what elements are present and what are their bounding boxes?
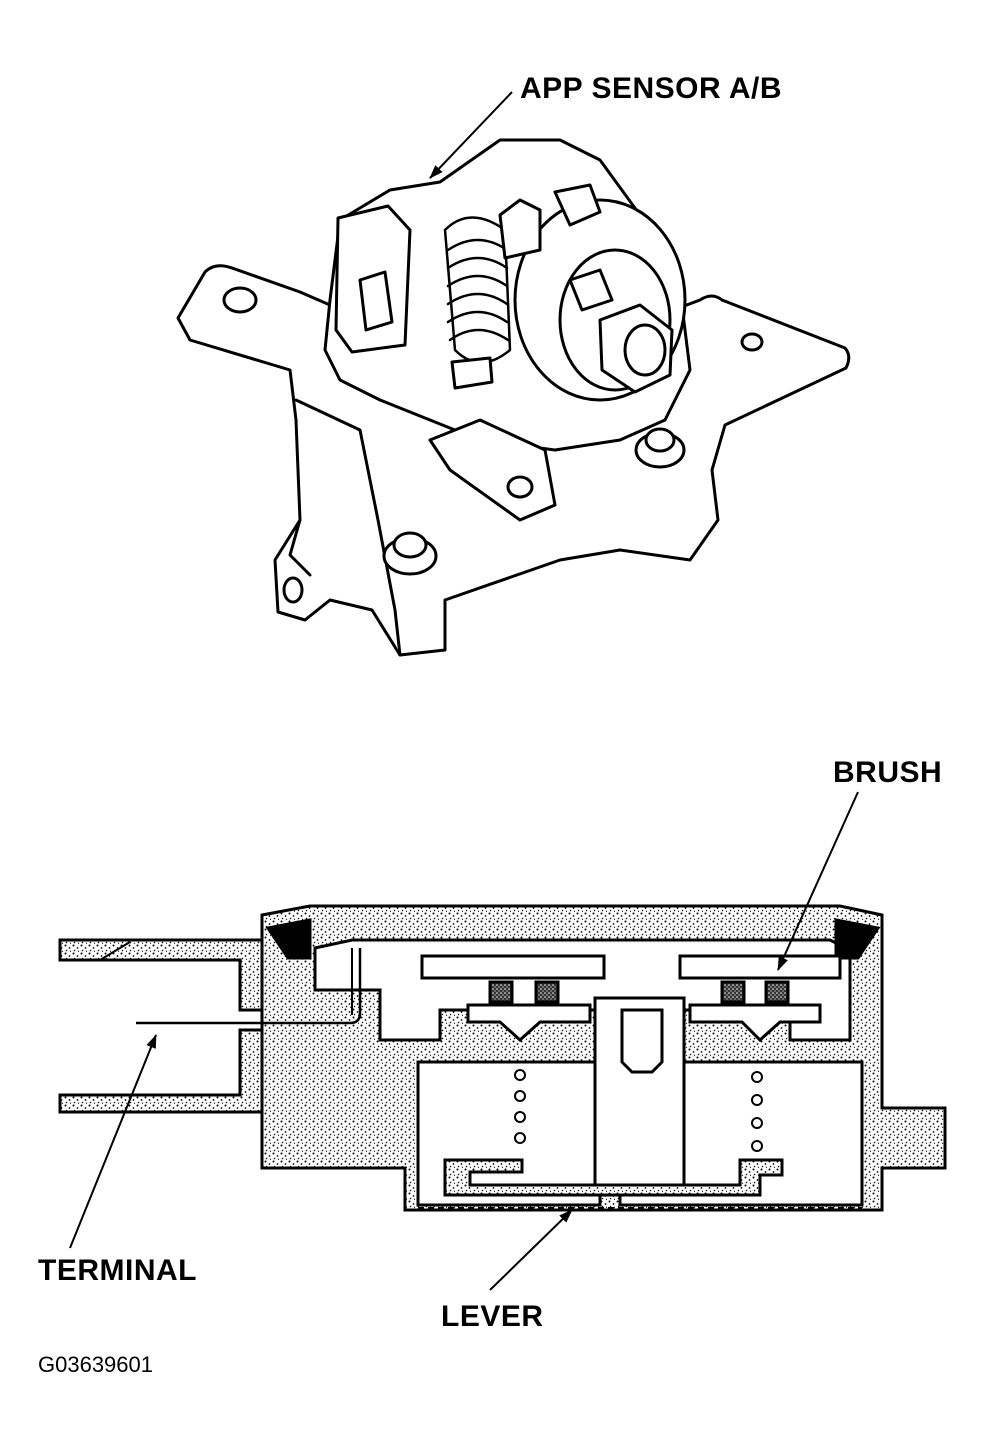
app-sensor-leader bbox=[429, 91, 513, 179]
lever-leader bbox=[489, 1209, 573, 1291]
brush-contact bbox=[764, 980, 790, 1004]
app-sensor-illustration bbox=[176, 138, 851, 657]
sensor-cross-section bbox=[58, 904, 947, 1212]
resistor-plate-left bbox=[420, 954, 606, 980]
brush-contact bbox=[488, 980, 514, 1004]
brush-contact bbox=[534, 980, 560, 1004]
brush-carrier-left bbox=[466, 1003, 592, 1043]
mounting-bolt-center bbox=[382, 531, 438, 576]
brush-label: BRUSH bbox=[833, 756, 943, 789]
lever-label: LEVER bbox=[441, 1300, 544, 1333]
center-shaft-inner bbox=[620, 1008, 664, 1074]
side-screw bbox=[450, 356, 494, 390]
bracket-hole-lower bbox=[282, 576, 304, 604]
terminal-leader bbox=[69, 1034, 157, 1249]
resistor-plate-right bbox=[678, 954, 842, 980]
leader-lines bbox=[69, 91, 859, 1291]
bracket-hole-right bbox=[740, 332, 764, 352]
return-spring-right bbox=[751, 1071, 763, 1152]
lever-pin bbox=[506, 475, 534, 499]
return-spring bbox=[443, 216, 512, 364]
connector-divider bbox=[99, 941, 131, 961]
seal-left bbox=[265, 918, 312, 960]
lever-arm bbox=[443, 1158, 784, 1197]
side-clip bbox=[568, 268, 614, 312]
upper-clip bbox=[553, 183, 602, 227]
brush-leader bbox=[777, 791, 859, 971]
terminal-pin bbox=[136, 948, 362, 1025]
top-tab bbox=[498, 198, 542, 260]
hub-nut-face bbox=[623, 323, 667, 377]
app-sensor-label: APP SENSOR A/B bbox=[520, 72, 783, 105]
terminal-label: TERMINAL bbox=[38, 1254, 197, 1287]
mounting-bolt-right bbox=[634, 427, 686, 469]
connector-shell bbox=[58, 938, 264, 1114]
return-spring-left bbox=[514, 1069, 526, 1144]
connector-latch bbox=[358, 270, 394, 332]
bracket-hole-left bbox=[222, 286, 258, 314]
bracket-flange bbox=[288, 398, 402, 657]
figure-code: G03639601 bbox=[38, 1352, 153, 1377]
seal-right bbox=[834, 918, 881, 960]
brush-carrier-right bbox=[688, 1003, 822, 1043]
brush-contact bbox=[720, 980, 746, 1004]
